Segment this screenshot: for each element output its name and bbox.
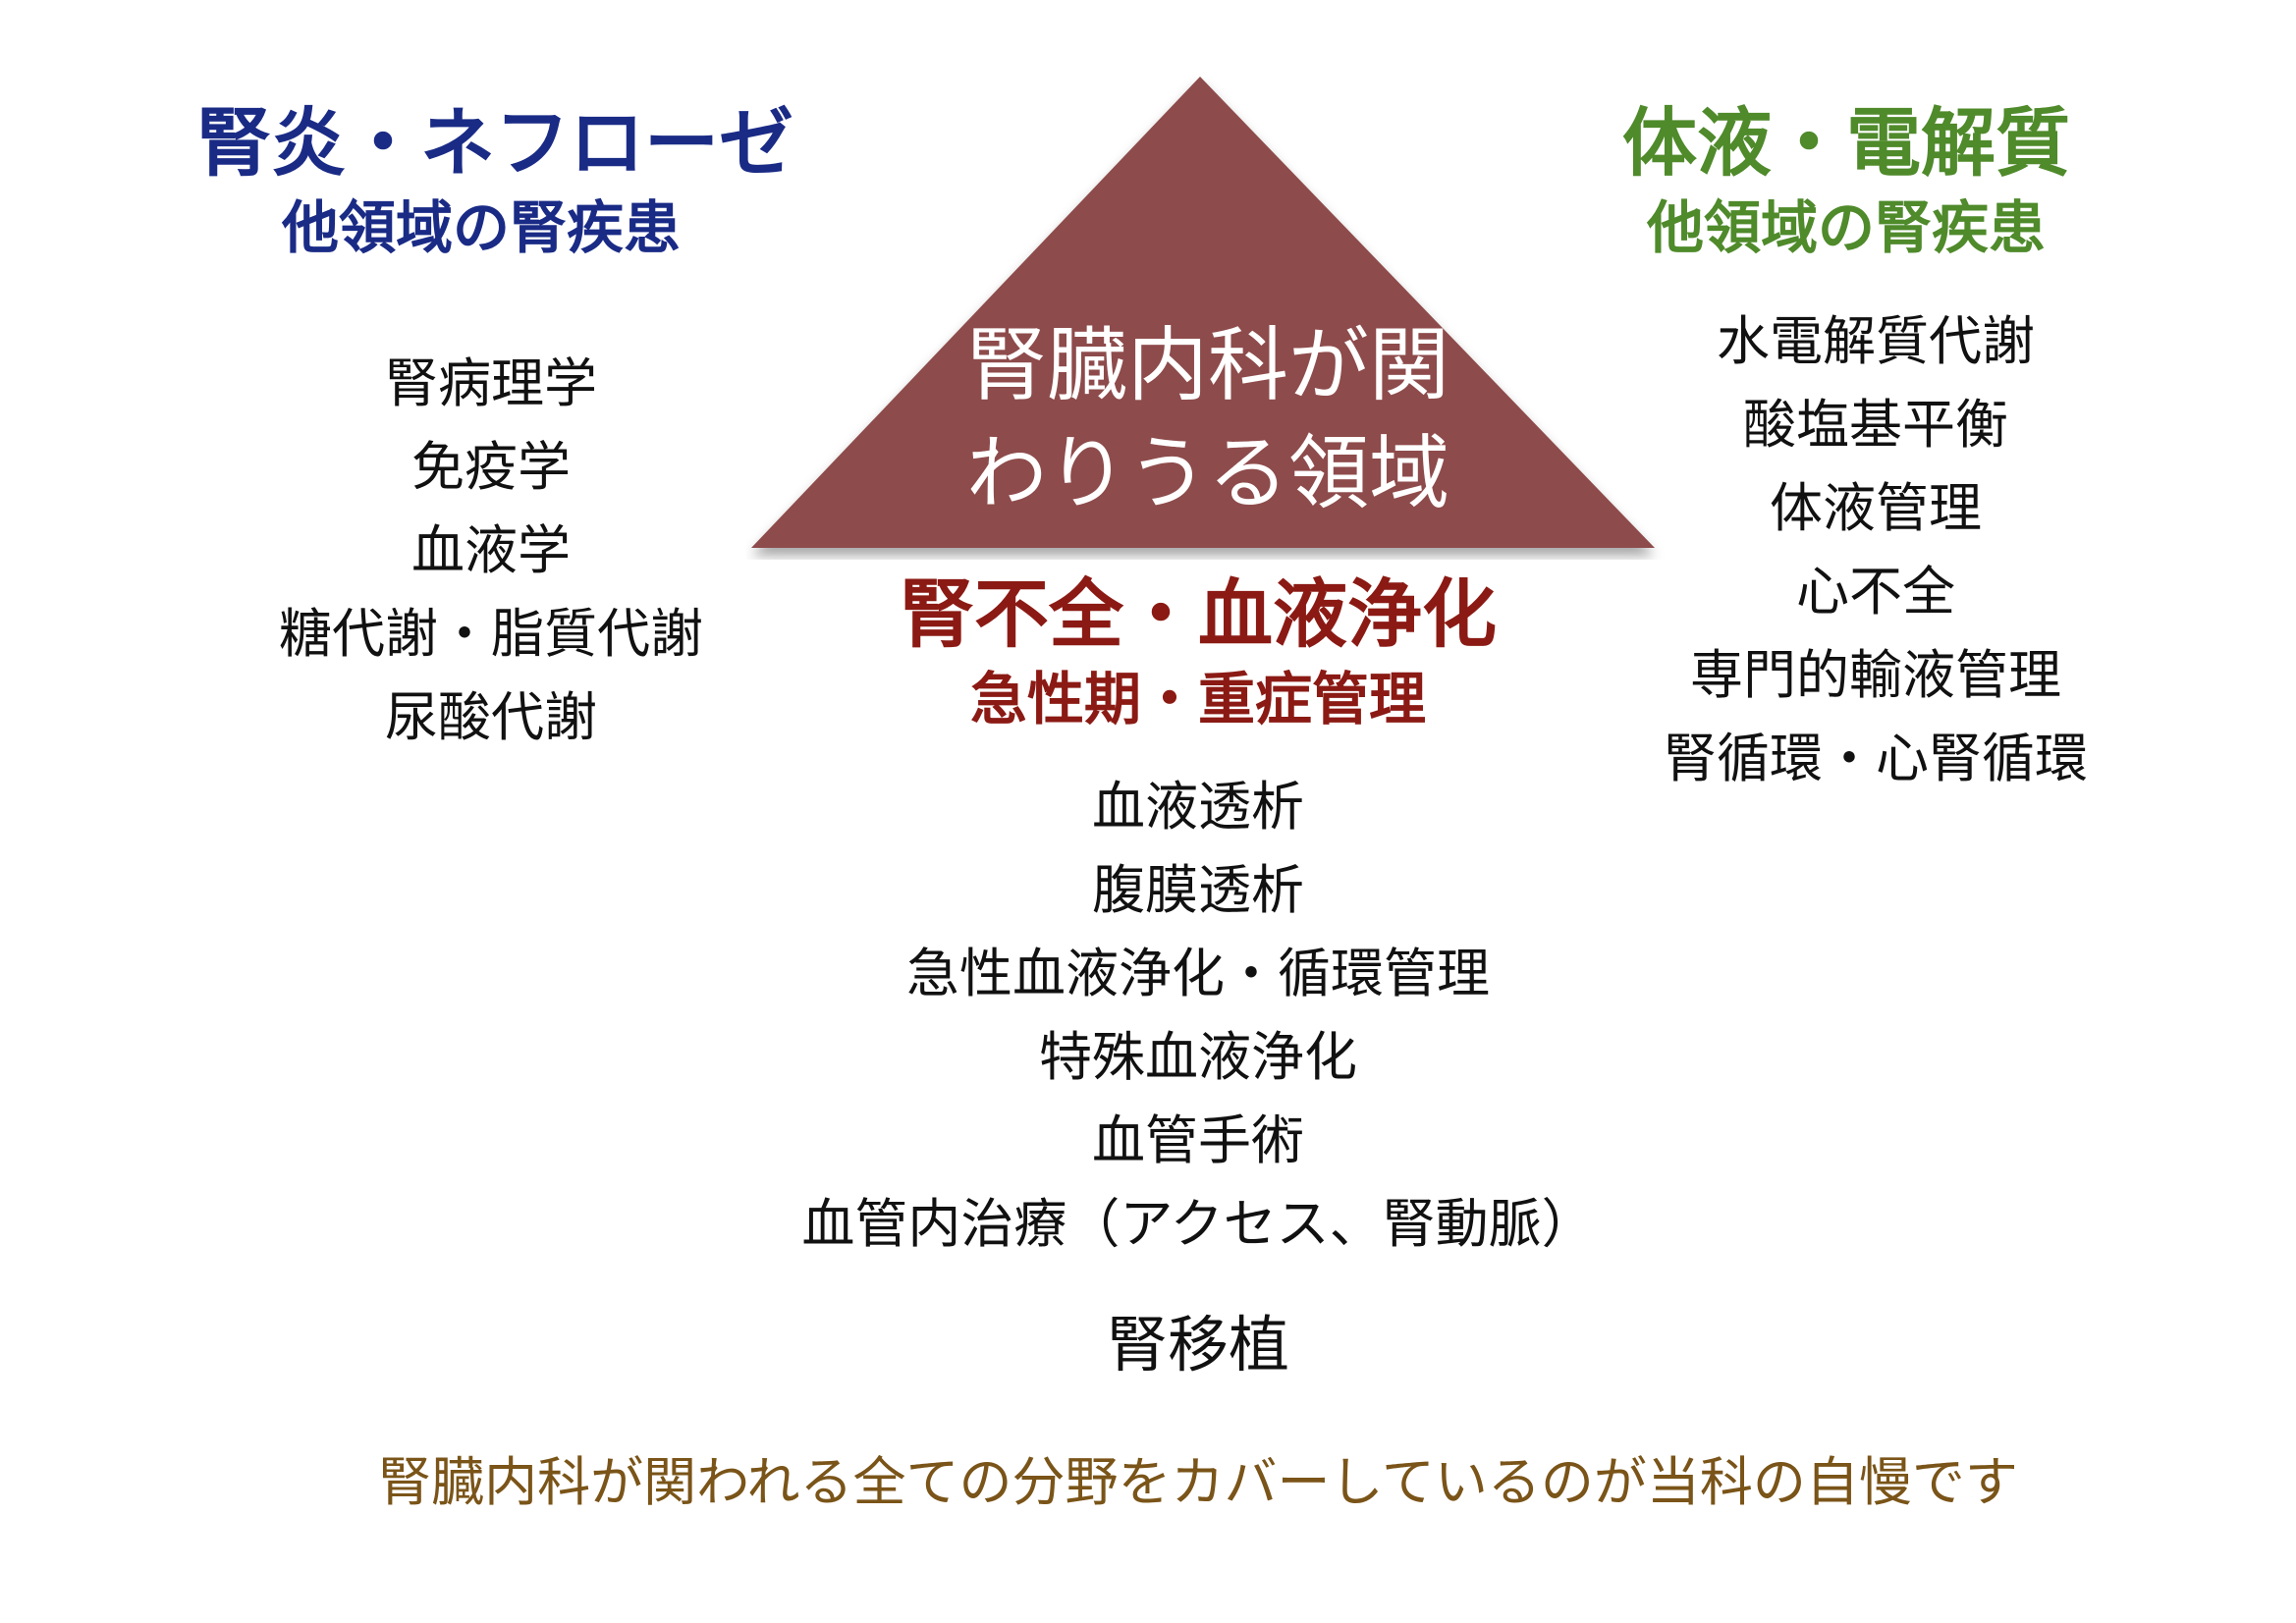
triangle-polygon — [751, 77, 1655, 548]
left-heading-block: 腎炎・ネフローゼ 他領域の腎疾患 — [196, 98, 793, 267]
list-item: 腎循環・心腎循環 — [1664, 728, 2088, 789]
triangle-shape — [751, 77, 1655, 548]
list-item: 尿酸代謝 — [385, 686, 597, 748]
list-item: 体液管理 — [1770, 477, 1982, 539]
right-heading-block: 体液・電解質 他領域の腎疾患 — [1561, 98, 2131, 267]
list-item: 免疫学 — [411, 436, 571, 498]
left-title: 腎炎・ネフローゼ — [196, 99, 793, 187]
list-item: 腹膜透析 — [1092, 859, 1304, 921]
list-item: 心不全 — [1796, 561, 1955, 622]
list-item: 酸塩基平衡 — [1743, 394, 2008, 456]
left-item-list: 腎病理学 免疫学 血液学 糖代謝・脂質代謝 尿酸代謝 — [196, 342, 786, 759]
list-item: 水電解質代謝 — [1717, 310, 2035, 372]
left-subtitle: 他領域の腎疾患 — [281, 194, 681, 261]
right-title: 体液・電解質 — [1622, 99, 2070, 187]
triangle-label: 腎臓内科が関 わりうる領域 — [845, 312, 1571, 528]
list-item: 急性血液浄化・循環管理 — [906, 943, 1490, 1004]
footer-text: 腎臓内科が関われる全ての分野をカバーしているのが当科の自慢です — [378, 1451, 2018, 1513]
triangle-label-line2: わりうる領域 — [965, 427, 1449, 520]
list-item: 血液透析 — [1092, 776, 1304, 838]
triangle-label-line1: 腎臓内科が関 — [965, 319, 1449, 412]
list-item: 血管内治療（アクセス、腎動脈） — [801, 1193, 1595, 1255]
right-item-list: 水電解質代謝 酸塩基平衡 体液管理 心不全 専門的輸液管理 腎循環・心腎循環 — [1542, 299, 2210, 800]
center-heading-block: 腎不全・血液浄化 急性期・重症管理 — [786, 569, 1611, 738]
center-item-list: 血液透析 腹膜透析 急性血液浄化・循環管理 特殊血液浄化 血管手術 血管内治療（… — [687, 765, 1709, 1266]
center-subtitle: 急性期・重症管理 — [969, 666, 1426, 732]
center-title: 腎不全・血液浄化 — [900, 570, 1497, 658]
right-subtitle: 他領域の腎疾患 — [1646, 194, 2046, 261]
list-item: 血液学 — [411, 519, 571, 581]
list-item: 特殊血液浄化 — [1039, 1026, 1357, 1088]
transplant-label: 腎移植 — [1106, 1309, 1289, 1380]
list-item: 専門的輸液管理 — [1690, 644, 2061, 706]
list-item: 腎病理学 — [385, 352, 597, 414]
list-item: 糖代謝・脂質代謝 — [279, 603, 703, 665]
list-item: 血管手術 — [1092, 1109, 1304, 1171]
